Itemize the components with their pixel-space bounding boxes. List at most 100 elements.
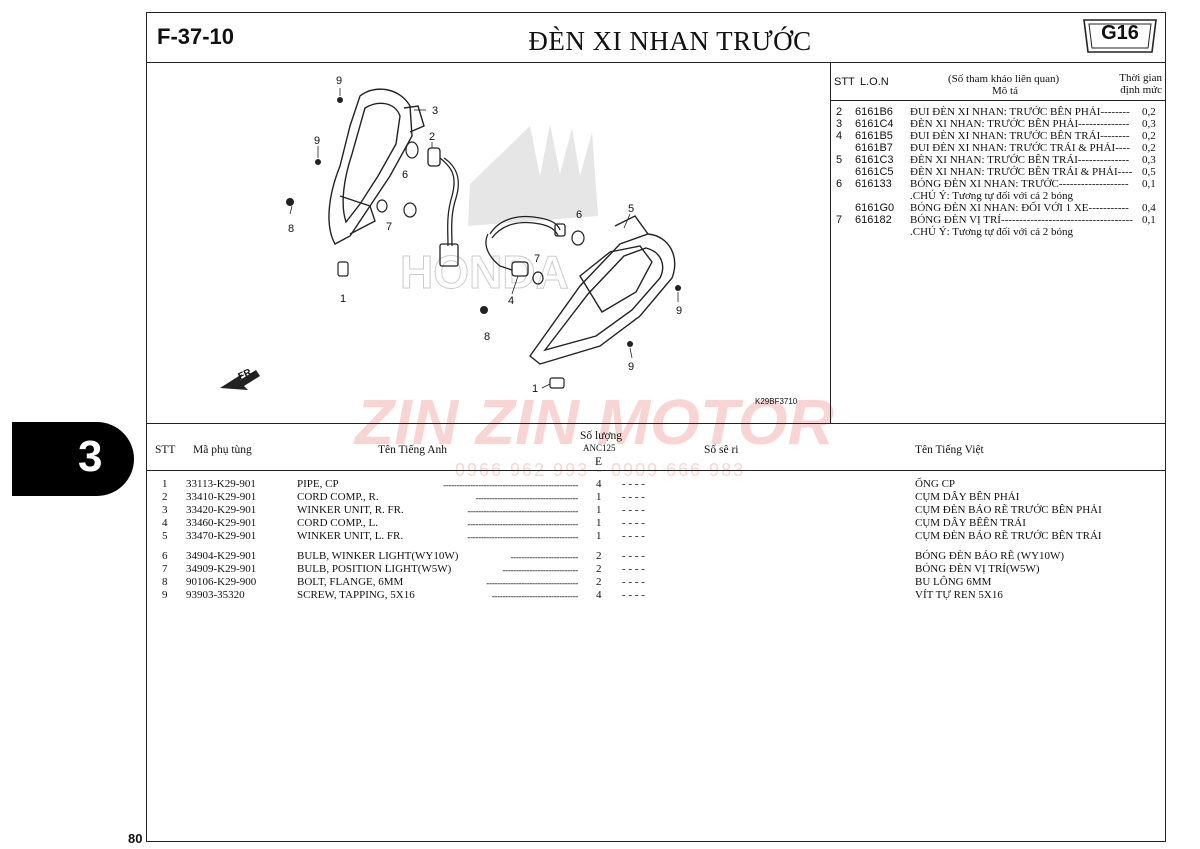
ref-col-ref: (Số tham khảo liên quan) [948, 73, 1060, 85]
parts-number: 33113-K29-901 [186, 478, 256, 490]
parts-number: 33460-K29-901 [186, 517, 257, 529]
ref-desc: BÓNG ĐÈN VỊ TRÍ-------------------------… [910, 214, 1133, 226]
ref-stt: 4 [836, 130, 843, 142]
parts-serial: - - - - [622, 491, 645, 503]
group-badge-frame [1083, 19, 1157, 53]
parts-name-vn: BÓNG ĐÈN BÁO RẼ (WY10W) [915, 550, 1065, 562]
parts-serial: - - - - [622, 576, 645, 588]
parts-dash-leader: -------------------------------------- [475, 493, 579, 503]
parts-name-en: SCREW, TAPPING, 5X16 [297, 589, 415, 601]
parts-dash-leader: ----------------------------------------… [467, 506, 578, 516]
parts-header-divider [146, 470, 1166, 471]
ref-desc: ĐÈN XI NHAN: TRƯỚC BÊN PHẢI-------------… [910, 118, 1130, 130]
ref-stt: 2 [836, 106, 843, 118]
parts-number: 90106-K29-900 [186, 576, 257, 588]
ref-lon: 6161C4 [855, 118, 894, 130]
ref-desc: .CHÚ Ý: Tương tự đối với cả 2 bóng [910, 226, 1073, 238]
parts-col-stt: STT [155, 444, 176, 456]
ref-header-divider [830, 100, 1166, 101]
parts-number: 33470-K29-901 [186, 530, 257, 542]
parts-col-model: ANC125 [583, 443, 616, 453]
parts-name-en: CORD COMP., R. [297, 491, 379, 503]
parts-dash-leader: -------------------------------- [491, 591, 579, 601]
parts-col-part: Mã phụ tùng [193, 444, 252, 456]
parts-qty: 2 [596, 576, 602, 588]
parts-qty: 2 [596, 563, 602, 575]
parts-dash-leader: ---------------------------------- [486, 578, 578, 588]
parts-name-en: WINKER UNIT, L. FR. [297, 530, 404, 542]
ref-time: 0,2 [1142, 106, 1156, 118]
ref-desc: BÓNG ĐÈN XI NHAN: TRƯỚC-----------------… [910, 178, 1129, 190]
parts-name-vn: BU LÔNG 6MM [915, 576, 992, 588]
callout-8-right: 8 [484, 331, 490, 343]
ref-lon: 6161G0 [855, 202, 895, 214]
parts-name-en: BULB, POSITION LIGHT(W5W) [297, 563, 452, 575]
parts-name-en: BULB, WINKER LIGHT(WY10W) [297, 550, 459, 562]
parts-name-vn: CỤM DÂY BÊÊN TRÁI [915, 517, 1026, 529]
parts-serial: - - - - [622, 589, 645, 601]
cord-comp-left [485, 215, 566, 277]
diagram-image-code: K29BF3710 [755, 397, 798, 406]
parts-dash-leader: ----------------------------------------… [467, 532, 578, 542]
parts-stt: 9 [162, 589, 168, 601]
parts-dash-leader: ------------------------- [510, 552, 579, 562]
parts-qty: 1 [596, 530, 602, 542]
parts-qty: 1 [596, 517, 602, 529]
callout-9-right: 9 [676, 305, 682, 317]
ref-desc: ĐÈN XI NHAN: TRƯỚC BÊN TRÁI & PHẢI---- [910, 166, 1133, 178]
callout-1-left: 1 [340, 293, 346, 305]
parts-stt: 7 [162, 563, 168, 575]
ref-stt: 5 [836, 154, 843, 166]
parts-name-en: CORD COMP., L. [297, 517, 378, 529]
callout-7-right: 7 [534, 253, 540, 265]
parts-name-vn: CỤM ĐÈN BÁO RẼ TRƯỚC BÊN PHẢI [915, 504, 1102, 516]
parts-qty: 4 [596, 478, 602, 490]
header-divider [146, 62, 1166, 63]
parts-serial: - - - - [622, 478, 645, 490]
parts-col-variant: E [595, 456, 603, 468]
ref-desc: .CHÚ Ý: Tương tự đối với cả 2 bóng [910, 190, 1073, 202]
callout-1-bottom: 1 [532, 383, 538, 395]
callout-9-left: 9 [314, 135, 320, 147]
parts-name-vn: ỐNG CP [915, 478, 956, 490]
parts-dash-leader: ----------------------------------------… [443, 480, 578, 490]
parts-name-en: PIPE, CP [297, 478, 339, 490]
callout-4: 4 [508, 295, 514, 307]
honda-text-watermark: HONDA [400, 246, 569, 298]
parts-dash-leader: ---------------------------- [502, 565, 578, 575]
chapter-number: 3 [78, 432, 103, 481]
parts-number: 34904-K29-901 [186, 550, 257, 562]
ref-lon: 6161C3 [855, 154, 894, 166]
callout-5: 5 [628, 203, 634, 215]
parts-serial: - - - - [622, 563, 645, 575]
screws-bolts [286, 97, 681, 347]
ref-time: 0,3 [1142, 118, 1156, 130]
chapter-tab [12, 422, 134, 496]
ref-desc: ĐUI ĐÈN XI NHAN: TRƯỚC TRÁI & PHẢI---- [910, 142, 1130, 154]
parts-name-en: WINKER UNIT, R. FR. [297, 504, 404, 516]
parts-qty: 4 [596, 589, 602, 601]
parts-col-en: Tên Tiếng Anh [378, 444, 448, 456]
ref-time: 0,2 [1142, 142, 1156, 154]
ref-time: 0,4 [1142, 202, 1156, 214]
callout-6-right: 6 [576, 209, 582, 221]
ref-table-divider [830, 62, 831, 423]
parts-qty: 1 [596, 491, 602, 503]
ref-time: 0,1 [1142, 214, 1156, 226]
cord-comp-right [427, 147, 459, 267]
page-frame [146, 12, 1166, 842]
ref-desc: ĐÈN XI NHAN: TRƯỚC BÊN TRÁI-------------… [910, 154, 1130, 166]
parts-number: 33410-K29-901 [186, 491, 257, 503]
ref-time: 0,2 [1142, 130, 1156, 142]
parts-number: 33420-K29-901 [186, 504, 257, 516]
ref-col-desc: Mô tả [992, 85, 1018, 97]
honda-wing-watermark [468, 124, 598, 226]
diagram-divider [146, 423, 1166, 424]
parts-qty: 2 [596, 550, 602, 562]
parts-serial: - - - - [622, 517, 645, 529]
page-number: 80 [128, 831, 143, 846]
ref-desc: ĐUI ĐÈN XI NHAN: TRƯỚC BÊN PHẢI-------- [910, 106, 1130, 118]
ref-stt: 7 [836, 214, 843, 226]
ref-stt: 6 [836, 178, 843, 190]
